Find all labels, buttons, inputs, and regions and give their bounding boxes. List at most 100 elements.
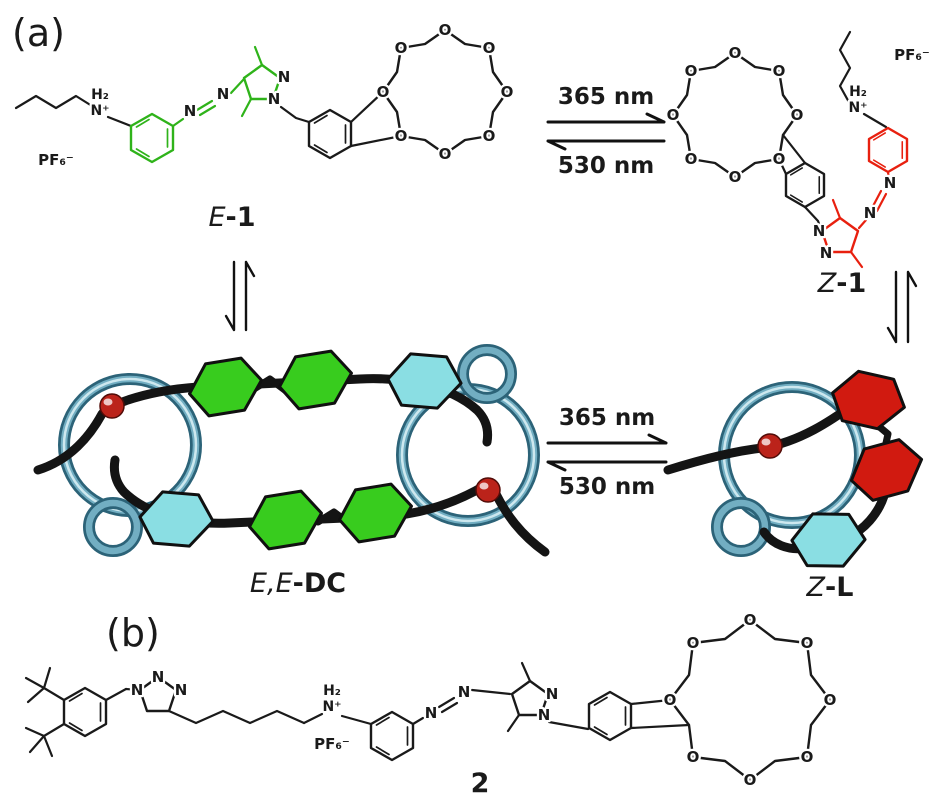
- azobenzene-hexagon-green: [248, 489, 323, 551]
- equilibrium-arrow-right: [546, 112, 666, 124]
- structure-z1: N N N N O O O O O O O O H₂ N⁺ PF₆⁻ Z-1: [664, 30, 932, 299]
- pyrazole-ring: [820, 216, 860, 254]
- oxygen-atom-label: O: [801, 748, 814, 766]
- equilibrium-arrows-left-vertical: [224, 260, 256, 332]
- crown-oxygen-labels: O O O O O O O O: [664, 42, 805, 189]
- species-label-zl: Z-L: [806, 572, 854, 603]
- triazole-nitrogen-labels: N N N: [128, 666, 189, 702]
- oxygen-atom-label: O: [744, 611, 757, 629]
- ammonium-n-label: N⁺: [848, 100, 867, 116]
- nitrogen-atom-label: N: [546, 685, 559, 703]
- methyl-stub: [831, 198, 842, 220]
- oxygen-atom-label: O: [687, 634, 700, 652]
- oxygen-atom-label: O: [439, 145, 452, 163]
- species-label-2: 2: [471, 768, 490, 799]
- oxygen-atom-label: O: [685, 62, 698, 80]
- wavelength-530-label: 530 nm: [558, 153, 654, 179]
- compound2-bonds: [24, 618, 832, 782]
- triazole-ring: [138, 675, 178, 713]
- molecular-thread-top: [33, 374, 493, 475]
- e1-azo-pyrazole-green: [129, 45, 282, 164]
- tert-butyl-stub: [28, 734, 46, 754]
- structure-e1: N N N N H₂ N⁺ PF₆⁻ O O O O O O O O E-1: [14, 19, 516, 233]
- equilibrium-arrow-right: [546, 433, 668, 445]
- oxygen-atom-label: O: [395, 127, 408, 145]
- wavelength-365-label: 365 nm: [558, 84, 654, 110]
- crown-ether-ring: [671, 51, 799, 179]
- butyl-chain: [838, 30, 852, 106]
- hexafluorophosphate-label: PF₆⁻: [314, 735, 350, 753]
- crown-oxygen-labels: O O O O O O O O: [661, 609, 838, 792]
- nitrogen-atom-label: N: [217, 85, 230, 103]
- crown-ether-ring: [668, 618, 832, 782]
- methyl-stub: [253, 45, 264, 67]
- cartoon-zl-lasso: Z-L: [663, 369, 924, 603]
- wavelength-530-label: 530 nm: [559, 474, 655, 500]
- equilibrium-arrow-left: [546, 139, 666, 151]
- azobenzene-hexagon-green: [278, 349, 353, 411]
- oxygen-atom-label: O: [744, 771, 757, 789]
- oxygen-atom-label: O: [729, 44, 742, 62]
- nitrogen-atom-label: N: [813, 222, 826, 240]
- tert-butyl-stub: [42, 666, 52, 690]
- butyl-chain: [14, 94, 94, 110]
- ammonium-n-label: N⁺: [90, 103, 109, 119]
- ammonium-sphere: [475, 477, 501, 503]
- benzene-ring: [867, 126, 909, 174]
- oxygen-atom-label: O: [773, 62, 786, 80]
- hexafluorophosphate-label: PF₆⁻: [894, 46, 930, 64]
- oxygen-atom-label: O: [685, 150, 698, 168]
- ammonium-n-label: N⁺: [322, 699, 341, 715]
- nitrogen-atom-label: N: [538, 706, 551, 724]
- oxygen-atom-label: O: [773, 150, 786, 168]
- panel-b-label: (b): [106, 611, 160, 655]
- nitrogen-atom-label: N: [458, 683, 471, 701]
- oxygen-atom-label: O: [824, 691, 837, 709]
- nitrogen-atom-label: N: [425, 704, 438, 722]
- methyl-stub: [520, 661, 532, 683]
- oxygen-atom-label: O: [801, 634, 814, 652]
- crown-hexagon-cyan: [138, 490, 215, 548]
- nitrogen-atom-label: N: [820, 244, 833, 262]
- nitrogen-atom-label: N: [184, 102, 197, 120]
- equilibrium-arrows-right-vertical: [886, 270, 918, 344]
- oxygen-atom-label: O: [501, 83, 514, 101]
- nitrogen-atom-label: N: [278, 68, 291, 86]
- equilibrium-arrow-left: [546, 460, 668, 472]
- tert-butyl-stub: [24, 726, 46, 738]
- z1-azo-pyrazole-red: [820, 126, 909, 269]
- oxygen-atom-label: O: [439, 21, 452, 39]
- crown-hexagon-cyan: [386, 352, 463, 410]
- nitrogen-atom-label: N: [131, 681, 144, 699]
- ammonium-sphere: [99, 393, 125, 419]
- tert-butyl-stub: [24, 676, 46, 690]
- azo-bond: [870, 189, 883, 210]
- methyl-stub: [240, 97, 253, 118]
- photoswitch-arrows-middle: 365 nm 530 nm: [546, 405, 668, 500]
- azobenzene-hexagon-red: [849, 438, 924, 502]
- oxygen-atom-label: O: [377, 83, 390, 101]
- oxygen-atom-label: O: [664, 691, 677, 709]
- panel-a-label: (a): [12, 11, 65, 55]
- tert-butyl-stub: [26, 686, 46, 704]
- ammonium-sphere: [757, 433, 783, 459]
- ammonium-h2-label: H₂: [323, 683, 341, 699]
- crown-oxygen-labels: O O O O O O O O: [374, 19, 515, 166]
- pyrazole-ring: [242, 63, 282, 101]
- species-label-e1: E-1: [208, 202, 255, 233]
- azobenzene-hexagon-green: [338, 482, 413, 544]
- tert-butyl-stub: [42, 734, 54, 758]
- ammonium-h2-label: H₂: [849, 84, 867, 100]
- nitrogen-atom-label: N: [152, 668, 165, 686]
- nitrogen-atom-label: N: [864, 204, 877, 222]
- azobenzene-hexagon-green: [188, 356, 263, 418]
- cartoon-eedc-daisy-chain: E,E-DC: [33, 344, 550, 599]
- azobenzene-hexagon-red: [831, 369, 906, 431]
- pyrazole-ring: [510, 679, 550, 717]
- oxygen-atom-label: O: [395, 39, 408, 57]
- species-label-z1: Z-1: [817, 268, 867, 299]
- oxygen-atom-label: O: [687, 748, 700, 766]
- azo-bond: [171, 117, 185, 128]
